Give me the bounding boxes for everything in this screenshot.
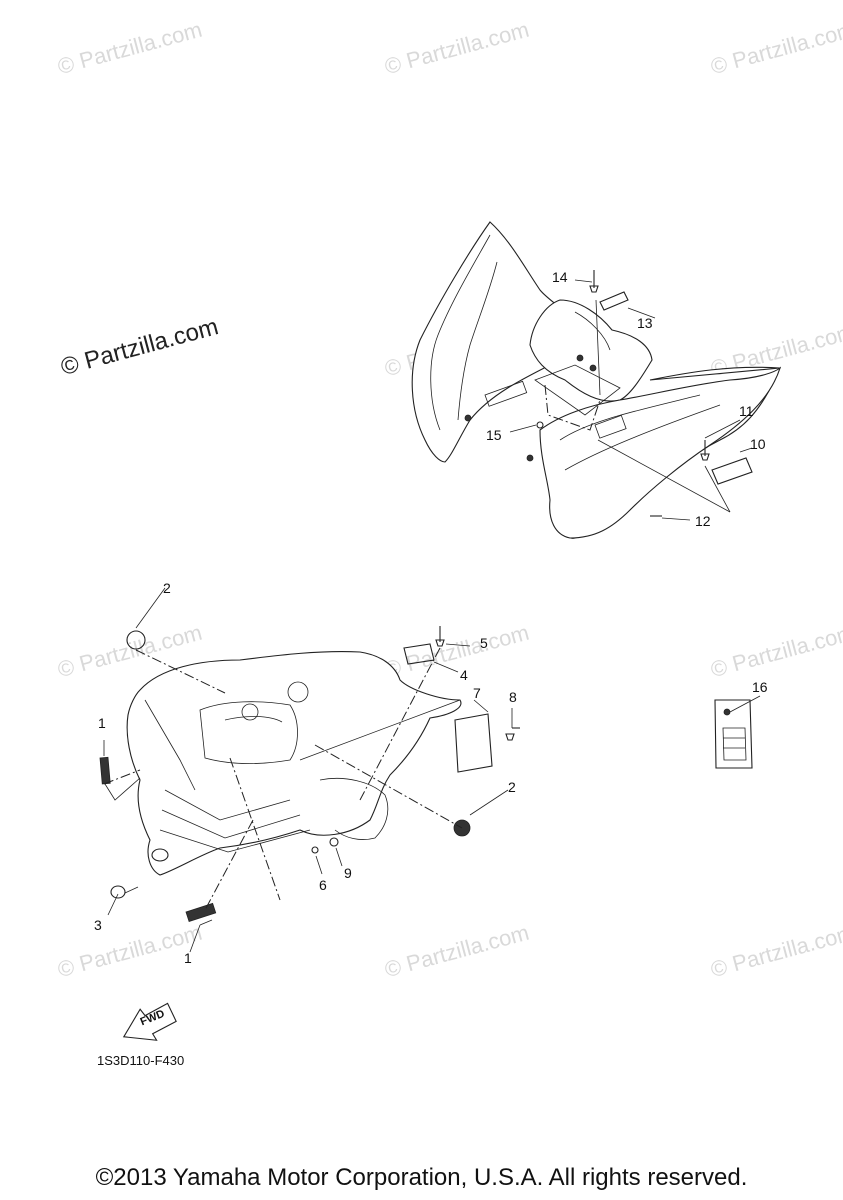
- rear-fender-assembly: [411, 221, 782, 539]
- callout-3: 3: [94, 917, 102, 933]
- callout-2-top: 2: [163, 580, 171, 596]
- front-fender-assembly: [99, 587, 520, 953]
- callout-10: 10: [750, 436, 766, 452]
- callout-1-top: 1: [98, 715, 106, 731]
- callout-1-bottom: 1: [184, 950, 192, 966]
- callout-13: 13: [637, 315, 653, 331]
- callout-6: 6: [319, 877, 327, 893]
- fwd-arrow: [122, 1002, 177, 1041]
- callout-9: 9: [344, 865, 352, 881]
- callout-14: 14: [552, 269, 568, 285]
- callout-12: 12: [695, 513, 711, 529]
- callout-4: 4: [460, 667, 468, 683]
- callout-11: 11: [739, 403, 754, 419]
- callout-15: 15: [486, 427, 502, 443]
- callout-2-right: 2: [508, 779, 516, 795]
- callout-7: 7: [473, 685, 481, 701]
- callout-5: 5: [480, 635, 488, 651]
- label-tag-16: [714, 695, 761, 769]
- callout-8: 8: [509, 689, 517, 705]
- callout-16: 16: [752, 679, 768, 695]
- diagram-code: 1S3D110-F430: [97, 1053, 185, 1068]
- copyright-footer: ©2013 Yamaha Motor Corporation, U.S.A. A…: [95, 1164, 748, 1191]
